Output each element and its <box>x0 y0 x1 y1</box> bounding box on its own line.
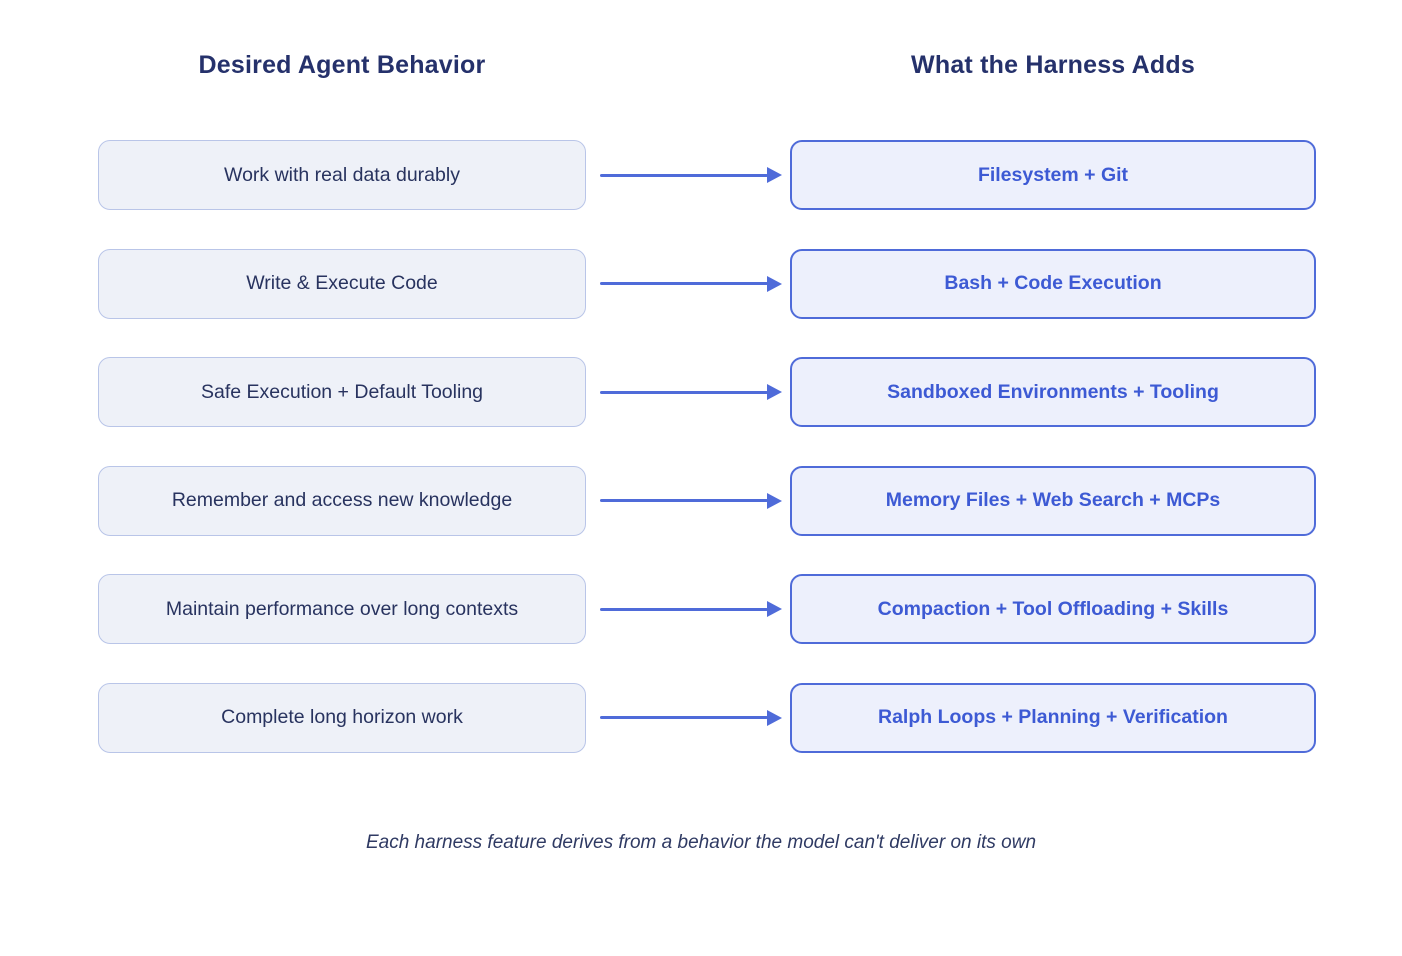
behavior-label: Maintain performance over long contexts <box>165 597 519 620</box>
behavior-label: Remember and access new knowledge <box>171 489 513 512</box>
arrow-head-icon <box>767 275 782 292</box>
harness-node: Filesystem + Git <box>790 140 1316 210</box>
arrow-head-icon <box>767 492 782 509</box>
behavior-node: Complete long horizon work <box>98 682 586 753</box>
harness-label: Compaction + Tool Offloading + Skills <box>877 597 1229 620</box>
arrow-connector <box>586 167 790 183</box>
diagram-row: Safe Execution + Default Tooling Sandbox… <box>98 357 1316 428</box>
column-title-desired-agent-behavior: Desired Agent Behavior <box>198 51 486 79</box>
diagram-row: Remember and access new knowledge Memory… <box>98 465 1316 536</box>
diagram-row: Work with real data durably Filesystem +… <box>98 140 1316 210</box>
harness-label: Ralph Loops + Planning + Verification <box>878 706 1228 729</box>
behavior-node: Maintain performance over long contexts <box>98 574 586 645</box>
diagram-row: Maintain performance over long contexts … <box>98 574 1316 645</box>
harness-label: Sandboxed Environments + Tooling <box>887 380 1219 403</box>
arrow-shaft <box>600 607 768 611</box>
arrow-shaft <box>600 282 768 286</box>
arrow-shaft <box>600 390 768 394</box>
footer-caption: Each harness feature derives from a beha… <box>365 832 1037 853</box>
harness-node: Bash + Code Execution <box>790 248 1316 319</box>
arrow-connector <box>586 384 790 401</box>
harness-node: Ralph Loops + Planning + Verification <box>790 682 1316 753</box>
harness-node: Sandboxed Environments + Tooling <box>790 357 1316 428</box>
behavior-label: Safe Execution + Default Tooling <box>200 380 484 403</box>
behavior-node: Work with real data durably <box>98 140 586 210</box>
harness-node: Memory Files + Web Search + MCPs <box>790 465 1316 536</box>
diagram-row: Write & Execute Code Bash + Code Executi… <box>98 248 1316 319</box>
arrow-connector <box>586 709 790 726</box>
arrow-head-icon <box>767 601 782 618</box>
harness-label: Filesystem + Git <box>977 163 1129 186</box>
arrow-shaft <box>600 173 768 177</box>
behavior-label: Write & Execute Code <box>246 272 438 295</box>
arrow-connector <box>586 275 790 292</box>
behavior-node: Remember and access new knowledge <box>98 465 586 536</box>
arrow-connector <box>586 492 790 509</box>
arrow-shaft <box>600 716 768 720</box>
harness-label: Memory Files + Web Search + MCPs <box>885 489 1221 512</box>
arrow-head-icon <box>767 167 782 183</box>
behavior-node: Safe Execution + Default Tooling <box>98 357 586 428</box>
behavior-label: Work with real data durably <box>224 163 460 186</box>
arrow-shaft <box>600 499 768 503</box>
arrow-head-icon <box>767 384 782 401</box>
harness-node: Compaction + Tool Offloading + Skills <box>790 574 1316 645</box>
arrow-connector <box>586 601 790 618</box>
diagram-rows: Work with real data durably Filesystem +… <box>98 140 1316 753</box>
column-title-what-the-harness-adds: What the Harness Adds <box>911 51 1195 79</box>
diagram-row: Complete long horizon work Ralph Loops +… <box>98 682 1316 753</box>
harness-label: Bash + Code Execution <box>944 272 1162 295</box>
behavior-node: Write & Execute Code <box>98 248 586 319</box>
behavior-label: Complete long horizon work <box>221 706 463 729</box>
arrow-head-icon <box>767 709 782 726</box>
